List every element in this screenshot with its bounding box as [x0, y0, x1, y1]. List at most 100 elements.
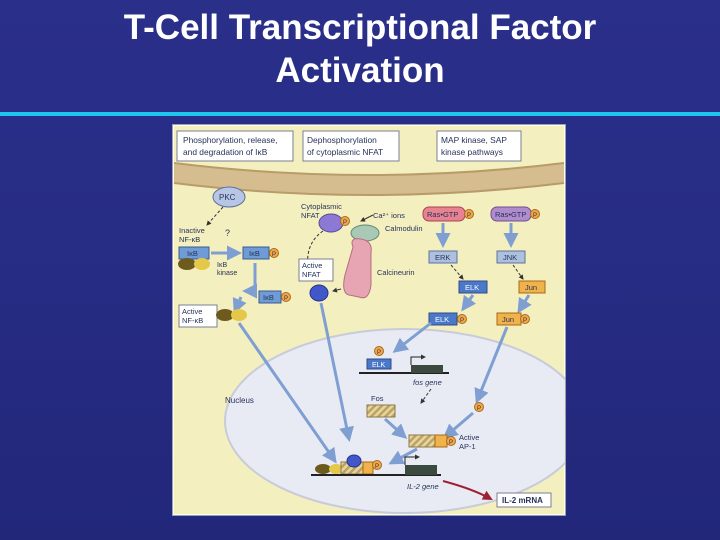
active-ap1-line-1: Active — [459, 433, 479, 442]
svg-text:P: P — [377, 350, 381, 356]
svg-text:P: P — [449, 440, 453, 446]
calcineurin — [343, 238, 372, 299]
active-nfat-protein — [309, 284, 329, 302]
svg-text:P: P — [343, 220, 347, 226]
erk: ERK — [428, 250, 458, 264]
elk-1: ELK — [458, 280, 488, 294]
active-ap1-line-2: AP-1 — [459, 442, 476, 451]
il2-gene-label: IL-2 gene — [407, 482, 439, 491]
svg-text:NFAT: NFAT — [301, 211, 320, 220]
svg-text:ELK: ELK — [372, 362, 386, 369]
jnk: JNK — [496, 250, 526, 264]
svg-text:kinase: kinase — [217, 270, 237, 277]
ras-gtp-1: Ras•GTP P — [422, 206, 474, 222]
ras-gtp-2: Ras•GTP P — [490, 206, 540, 222]
svg-text:IκB: IκB — [249, 249, 260, 258]
svg-text:of cytoplasmic NFAT: of cytoplasmic NFAT — [307, 147, 383, 157]
elk-2: ELK P — [428, 312, 467, 326]
svg-text:Dephosphorylation: Dephosphorylation — [307, 135, 377, 145]
svg-text:P: P — [375, 464, 379, 470]
box-ikb-line-1: Phosphorylation, release, — [183, 135, 278, 145]
svg-text:IκB: IκB — [187, 249, 198, 258]
nucleus-label: Nucleus — [225, 396, 254, 405]
il2-promoter-complex: P — [315, 454, 382, 475]
inactive-nfkb-complex: IκB — [178, 246, 210, 270]
inactive-nfkb-line-2: NF-κB — [179, 235, 200, 244]
ikb-kinase-line-2: kinase — [217, 270, 237, 277]
svg-text:IκB: IκB — [217, 262, 227, 269]
svg-text:ELK: ELK — [465, 283, 479, 292]
nfkb-translocation-arrow — [237, 322, 337, 464]
svg-text:IL-2 mRNA: IL-2 mRNA — [502, 496, 543, 505]
mrna-export-arrow — [442, 480, 493, 500]
jun-phospho — [474, 402, 484, 412]
pathway-diagram: Phosphorylation, release, and degradatio… — [172, 124, 566, 516]
svg-text:NFAT: NFAT — [302, 270, 321, 279]
elk-dna-bound: P ELK — [366, 346, 392, 370]
box-map-kinase: MAP kinase, SAP kinase pathways — [436, 130, 522, 162]
ikb-kinase-line-1: IκB — [217, 262, 227, 269]
svg-text:Jun: Jun — [525, 283, 537, 292]
svg-text:AP-1: AP-1 — [459, 442, 476, 451]
slide-title: T-Cell Transcriptional Factor Activation — [0, 6, 720, 92]
fos-gene-block — [411, 365, 443, 373]
ca-ions-label: Ca²⁺ ions — [373, 211, 405, 220]
fos-protein — [366, 404, 396, 418]
pkc-node: PKC — [212, 186, 246, 208]
box-map-line-1: MAP kinase, SAP — [441, 135, 507, 145]
svg-text:IκB: IκB — [263, 293, 274, 302]
svg-text:P: P — [523, 318, 527, 324]
svg-text:Inactive: Inactive — [179, 226, 205, 235]
svg-text:P: P — [477, 406, 481, 412]
box-ikb-line-2: and degradation of IκB — [183, 147, 268, 157]
svg-text:kinase pathways: kinase pathways — [441, 147, 503, 157]
slide-title-line-2: Activation — [275, 51, 445, 90]
svg-text:PKC: PKC — [219, 193, 236, 202]
svg-text:NF-κB: NF-κB — [182, 316, 203, 325]
inactive-nfkb-line-1: Inactive — [179, 226, 205, 235]
jun-translocation-arrow — [474, 326, 509, 404]
svg-text:P: P — [272, 252, 276, 258]
il2-mrna: IL-2 mRNA — [496, 492, 552, 508]
jun-1: Jun — [518, 280, 546, 294]
fos-gene-label: fos gene — [413, 378, 442, 387]
svg-text:P: P — [533, 213, 537, 219]
svg-text:Jun: Jun — [502, 315, 514, 324]
box-nfat-line-2: of cytoplasmic NFAT — [307, 147, 383, 157]
svg-text:Active: Active — [459, 433, 479, 442]
question-mark: ? — [225, 228, 230, 238]
svg-text:NF-κB: NF-κB — [179, 235, 200, 244]
svg-text:P: P — [467, 213, 471, 219]
phosphorylated-ikb-complex: IκB P — [242, 246, 279, 260]
box-ikb-phosphorylation: Phosphorylation, release, and degradatio… — [176, 130, 294, 162]
svg-text:P: P — [284, 296, 288, 302]
svg-text:Ras•GTP: Ras•GTP — [427, 210, 458, 219]
released-ikb: IκB P — [258, 290, 291, 304]
box-map-line-2: kinase pathways — [441, 147, 503, 157]
active-nfkb: Active NF-κB — [178, 304, 247, 328]
svg-text:and degradation of IκB: and degradation of IκB — [183, 147, 268, 157]
svg-text:Cytoplasmic: Cytoplasmic — [301, 202, 342, 211]
box-nfat-line-1: Dephosphorylation — [307, 135, 377, 145]
jun-2: Jun P — [496, 312, 530, 326]
svg-text:P: P — [460, 318, 464, 324]
cytoplasmic-nfat: P — [318, 213, 350, 233]
nucleus — [224, 328, 565, 514]
svg-text:ERK: ERK — [435, 253, 450, 262]
svg-text:Ras•GTP: Ras•GTP — [495, 210, 526, 219]
cell-membrane — [174, 163, 564, 195]
svg-text:ELK: ELK — [435, 315, 449, 324]
svg-text:Active: Active — [182, 307, 202, 316]
slide-title-line-1: T-Cell Transcriptional Factor — [123, 8, 597, 47]
svg-text:MAP kinase, SAP: MAP kinase, SAP — [441, 135, 507, 145]
box-nfat-dephosphorylation: Dephosphorylation of cytoplasmic NFAT — [302, 130, 400, 162]
elk-translocation-arrow — [392, 321, 432, 353]
nfat-translocation-arrow — [319, 302, 354, 442]
ap1-complex: P — [408, 434, 456, 448]
cyto-nfat-line-2: NFAT — [301, 211, 320, 220]
fos-label: Fos — [371, 394, 384, 403]
cyto-nfat-line-1: Cytoplasmic — [301, 202, 342, 211]
calmodulin-label: Calmodulin — [385, 224, 423, 233]
title-divider — [0, 112, 720, 116]
calcineurin-label: Calcineurin — [377, 268, 415, 277]
